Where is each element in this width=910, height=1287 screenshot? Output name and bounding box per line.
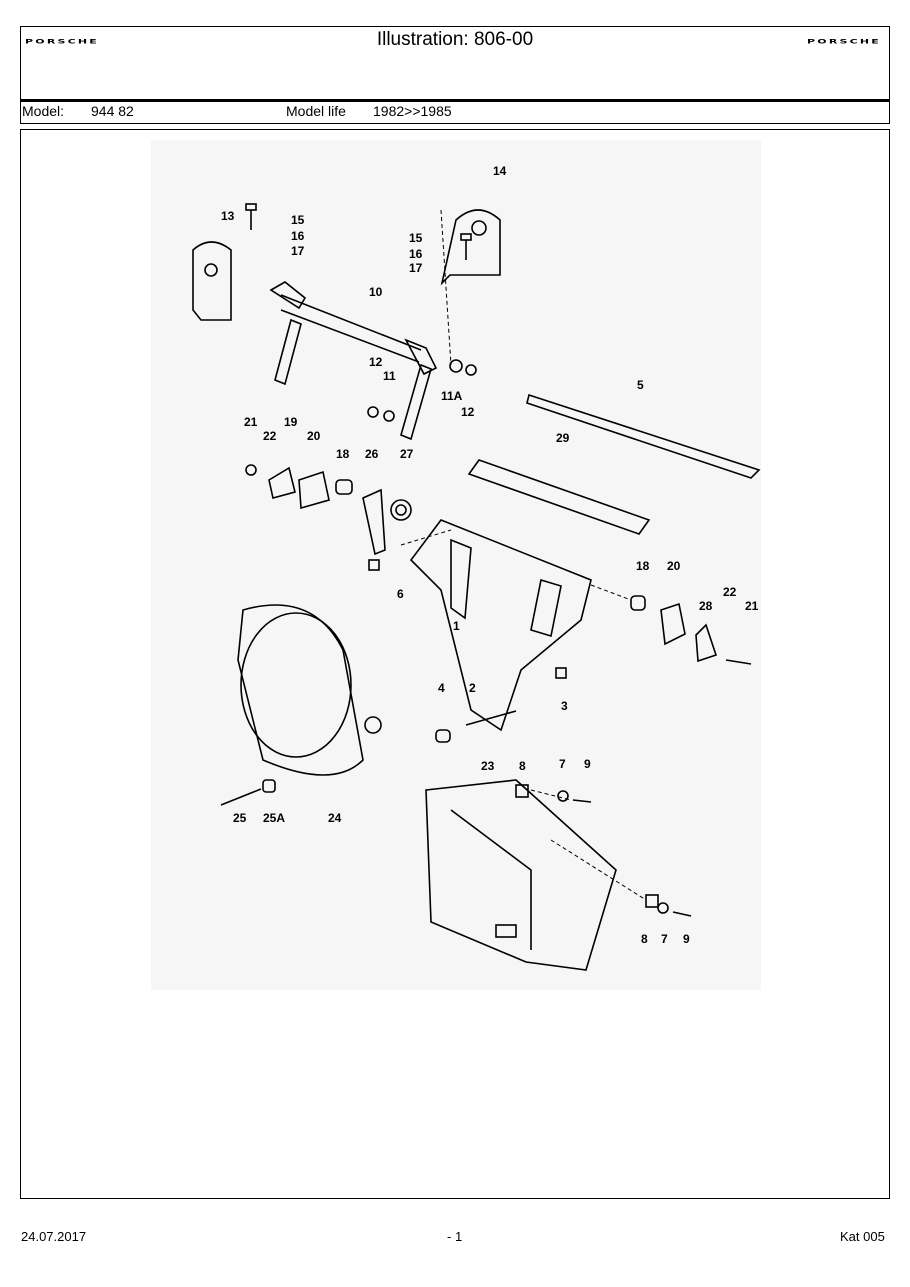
model-bar: Model: 944 82 Model life 1982>>1985 — [20, 99, 890, 124]
label-11: 11 — [383, 369, 396, 383]
part-29-channel — [467, 459, 651, 535]
porsche-logo-left: PORSCHE — [25, 38, 99, 46]
label-9: 9 — [584, 757, 591, 771]
header-box: PORSCHE Illustration: 806-00 PORSCHE — [20, 26, 890, 100]
label-21b: 21 — [745, 599, 759, 613]
footer-date: 24.07.2017 — [21, 1229, 87, 1244]
part-26-lever — [362, 488, 386, 556]
label-3: 3 — [561, 699, 568, 713]
label-11a: 11A — [441, 389, 463, 403]
label-7b: 7 — [661, 932, 668, 946]
label-18: 18 — [336, 447, 350, 461]
label-25a: 25A — [263, 811, 285, 825]
label-15: 15 — [291, 213, 305, 227]
model-value: 944 82 — [91, 103, 134, 119]
model-life-value: 1982>>1985 — [373, 103, 452, 119]
part-23-housing — [425, 779, 617, 971]
footer-catalog: Kat 005 — [840, 1229, 885, 1244]
label-9b: 9 — [683, 932, 690, 946]
label-17: 17 — [291, 244, 305, 258]
part-1-frame — [409, 519, 592, 732]
part-5-strip — [526, 393, 761, 479]
illustration-frame: 13 15 16 17 14 15 16 17 10 12 11 11A 12 … — [20, 129, 890, 1199]
footer-page: - 1 — [447, 1229, 463, 1244]
label-28: 28 — [699, 599, 713, 613]
label-23: 23 — [481, 759, 495, 773]
label-25: 25 — [233, 811, 247, 825]
label-4: 4 — [438, 681, 445, 695]
label-18b: 18 — [636, 559, 650, 573]
label-20: 20 — [307, 429, 321, 443]
exploded-parts-diagram: 13 15 16 17 14 15 16 17 10 12 11 11A 12 … — [151, 140, 761, 990]
label-15b: 15 — [409, 231, 423, 245]
label-21: 21 — [244, 415, 258, 429]
label-12: 12 — [369, 355, 383, 369]
part-number-labels: 13 15 16 17 14 15 16 17 10 12 11 11A 12 … — [221, 164, 759, 946]
label-8: 8 — [519, 759, 526, 773]
label-6: 6 — [397, 587, 404, 601]
label-2: 2 — [469, 681, 476, 695]
label-22: 22 — [263, 429, 277, 443]
label-12b: 12 — [461, 405, 475, 419]
part-14-bracket — [440, 209, 501, 286]
label-24: 24 — [328, 811, 342, 825]
parts-drawing: 13 15 16 17 14 15 16 17 10 12 11 11A 12 … — [192, 164, 761, 971]
label-8b: 8 — [641, 932, 648, 946]
label-27: 27 — [400, 447, 414, 461]
label-29: 29 — [556, 431, 570, 445]
part-24-ring — [237, 604, 364, 776]
model-label: Model: — [22, 103, 65, 119]
label-10: 10 — [369, 285, 383, 299]
part-13-bracket — [192, 241, 232, 321]
model-life-label: Model life — [286, 103, 346, 119]
label-5: 5 — [637, 378, 644, 392]
label-16: 16 — [291, 229, 305, 243]
label-13: 13 — [221, 209, 235, 223]
label-22b: 22 — [723, 585, 737, 599]
label-26: 26 — [365, 447, 379, 461]
label-20b: 20 — [667, 559, 681, 573]
label-1: 1 — [453, 619, 460, 633]
label-17b: 17 — [409, 261, 423, 275]
label-19: 19 — [284, 415, 298, 429]
label-7: 7 — [559, 757, 566, 771]
porsche-logo-right: PORSCHE — [807, 38, 881, 46]
label-16b: 16 — [409, 247, 423, 261]
page-title: Illustration: 806-00 — [376, 29, 534, 50]
label-14: 14 — [493, 164, 507, 178]
part-10-shaft — [280, 294, 422, 363]
